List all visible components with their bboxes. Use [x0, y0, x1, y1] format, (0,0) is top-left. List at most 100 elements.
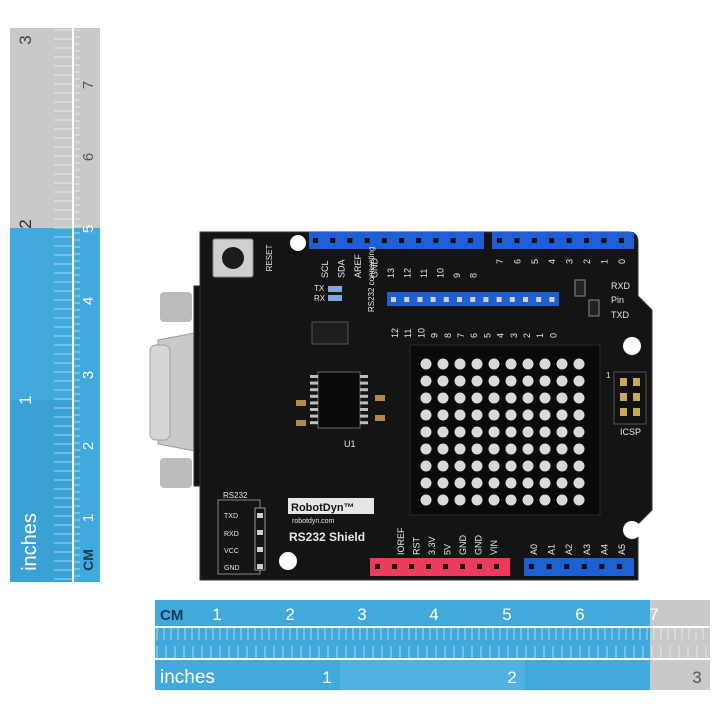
txd-jumper-label: TXD — [611, 310, 630, 320]
reset-button — [212, 238, 254, 278]
tx-label: TX — [314, 284, 325, 293]
product-name: RS232 Shield — [289, 530, 365, 544]
vertical-inch-ruler: 1 2 3 inches — [10, 28, 72, 582]
top-left-pin-label-2: AREF — [353, 253, 363, 278]
horizontal-tick-band — [155, 628, 710, 658]
jumper-row — [387, 292, 559, 306]
power-pin-label-4: GND — [458, 535, 468, 556]
analog-pin-label-5: A5 — [617, 544, 627, 555]
vertical-cm-tick-6: 6 — [80, 153, 97, 161]
jumper-pin-label-10: 2 — [522, 333, 532, 338]
top-right-pin-label-5: 2 — [582, 259, 592, 264]
horizontal-cm-tick-4: 4 — [429, 605, 438, 624]
top-left-pin-label-8: 9 — [452, 273, 462, 278]
rs232-pin-header — [217, 499, 266, 575]
horizontal-cm-tick-2: 2 — [285, 605, 294, 624]
top-right-pin-label-1: 6 — [512, 259, 522, 264]
rs232-pin-rxd: RXD — [224, 531, 239, 538]
reset-label: RESET — [265, 245, 274, 272]
top-left-pin-label-4: 13 — [386, 268, 396, 278]
jumper-pin-label-5: 7 — [456, 333, 466, 338]
jumper-pin-label-2: 10 — [416, 328, 426, 338]
horizontal-cm-tick-5: 5 — [502, 605, 511, 624]
power-pin-label-3: 5V — [443, 544, 453, 555]
horizontal-cm-unit-label: CM — [160, 607, 183, 624]
u1-label: U1 — [344, 439, 356, 449]
horizontal-cm-ruler: CM 1 2 3 4 5 6 7 — [155, 600, 710, 626]
vertical-cm-tick-1: 1 — [80, 514, 97, 522]
pin-jumper-label: Pin — [611, 295, 624, 305]
analog-header — [524, 558, 634, 576]
top-left-header — [309, 232, 484, 249]
power-pin-label-5: GND — [474, 535, 484, 556]
analog-pin-label-2: A2 — [564, 544, 574, 555]
top-right-header — [492, 232, 634, 249]
rxd-jumper-label: RXD — [611, 281, 631, 291]
vertical-cm-tick-4: 4 — [80, 297, 97, 305]
vertical-inch-unit-label: inches — [19, 513, 41, 571]
analog-pin-label-1: A1 — [547, 544, 557, 555]
vertical-cm-ruler: 1 2 3 4 5 6 7 CM — [74, 28, 100, 582]
jumper-pin-label-0: 12 — [390, 328, 400, 338]
top-left-pin-label-7: 10 — [436, 268, 446, 278]
horizontal-inch-ruler: inches 1 2 3 — [155, 660, 710, 690]
rs232-pin-txd: TXD — [224, 513, 238, 520]
jumper-pin-label-11: 1 — [535, 333, 545, 338]
horizontal-cm-tick-6: 6 — [575, 605, 584, 624]
top-right-pin-label-2: 5 — [530, 259, 540, 264]
jumper-pin-label-1: 11 — [403, 329, 413, 338]
max232-chip — [310, 371, 368, 429]
vertical-inch-tick-2: 2 — [16, 219, 35, 228]
rs232-pin-gnd: GND — [224, 565, 240, 572]
jumper-pin-label-12: 0 — [548, 333, 558, 338]
rs232-pin-vcc: VCC — [224, 548, 239, 555]
top-left-pin-label-0: SCL — [320, 260, 330, 278]
vertical-cm-tick-5: 5 — [80, 225, 97, 233]
vertical-cm-tick-7: 7 — [80, 81, 97, 89]
serial-pin-jumpers: RXD Pin TXD — [574, 279, 631, 320]
vertical-cm-tick-2: 2 — [80, 442, 97, 450]
horizontal-inch-unit-label: inches — [160, 667, 215, 688]
top-right-pin-label-4: 3 — [565, 259, 575, 264]
brand-logo: RobotDyn™ — [291, 502, 355, 514]
jumper-pin-label-6: 6 — [469, 333, 479, 338]
horizontal-inch-tick-2: 2 — [507, 668, 516, 687]
top-left-pin-label-1: SDA — [337, 259, 347, 278]
brand-website: robotdyn.com — [292, 518, 335, 525]
power-header-labels: IOREF RST 3.3V 5V GND GND VIN — [396, 527, 499, 555]
analog-pin-label-0: A0 — [529, 544, 539, 555]
analog-pin-label-3: A3 — [582, 544, 592, 555]
rs232-connecting-label: RS232 connecting — [367, 247, 376, 312]
jumper-pin-label-9: 3 — [509, 333, 519, 338]
jumper-pin-label-7: 5 — [482, 333, 492, 338]
power-pin-label-2: 3.3V — [427, 536, 437, 555]
jumper-pin-label-4: 8 — [443, 333, 453, 338]
horizontal-cm-tick-7: 7 — [649, 605, 658, 624]
horizontal-cm-tick-3: 3 — [357, 605, 366, 624]
power-pin-label-1: RST — [412, 536, 422, 555]
power-pin-label-6: VIN — [489, 540, 499, 555]
power-header — [370, 558, 510, 576]
top-right-pin-label-7: 0 — [617, 259, 627, 264]
prototype-area — [409, 344, 601, 516]
horizontal-inch-tick-3: 3 — [692, 668, 701, 687]
power-pin-label-0: IOREF — [396, 527, 406, 555]
top-left-pin-label-3: GND — [370, 258, 380, 279]
vertical-cm-tick-3: 3 — [80, 371, 97, 379]
vertical-inch-tick-3: 3 — [16, 35, 35, 44]
analog-pin-label-4: A4 — [599, 544, 609, 555]
horizontal-inch-tick-1: 1 — [322, 668, 331, 687]
icsp-header — [613, 371, 647, 425]
top-left-pin-label-5: 12 — [403, 268, 413, 278]
top-right-pin-label-6: 1 — [599, 259, 609, 264]
jumper-pin-label-3: 9 — [430, 333, 440, 338]
icsp-label: ICSP — [620, 427, 641, 437]
top-right-pin-label-0: 7 — [495, 259, 505, 264]
rx-label: RX — [314, 294, 326, 303]
top-left-pin-label-9: 8 — [469, 273, 479, 278]
jumper-pin-label-8: 4 — [496, 333, 506, 338]
